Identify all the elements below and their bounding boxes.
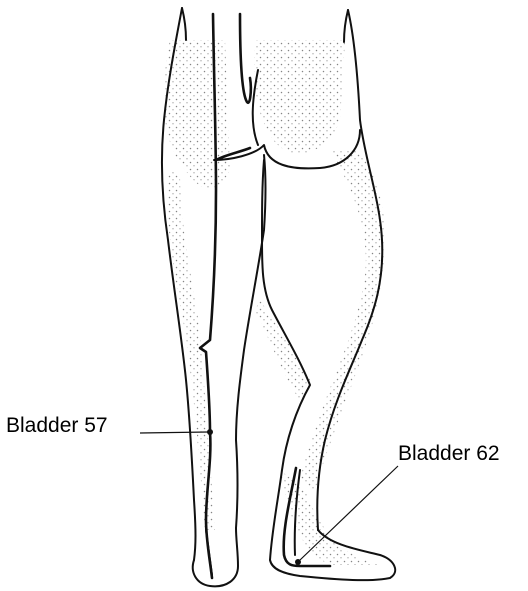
stipple-shading (164, 40, 385, 565)
bladder-57-label: Bladder 57 (6, 414, 108, 437)
bladder-62-label: Bladder 62 (398, 442, 500, 465)
